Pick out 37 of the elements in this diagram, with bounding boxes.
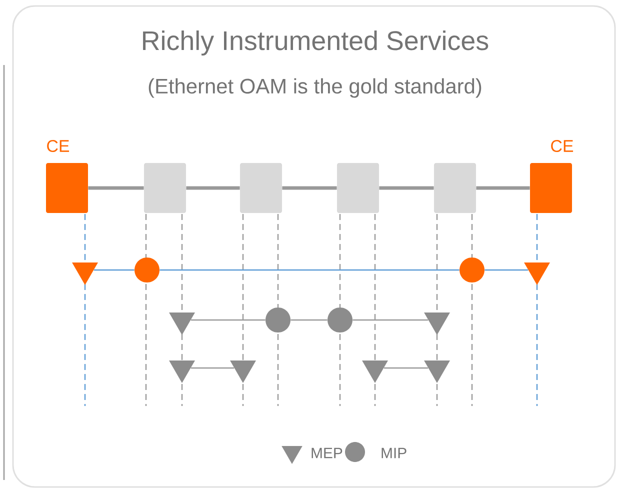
legend-label: MIP (382, 448, 406, 458)
connector-line (352, 319, 428, 321)
subtitle: (Ethernet OAM is the gold standard) (148, 78, 482, 98)
mip-circle (460, 258, 484, 282)
connector-line (282, 186, 337, 190)
connector-line (384, 367, 428, 369)
connector-line (484, 269, 528, 271)
mep-triangle (524, 262, 550, 285)
connector-line (160, 269, 460, 271)
connector-line (476, 186, 530, 190)
mep-triangle (169, 312, 195, 335)
mip-circle (266, 308, 290, 332)
mep-triangle (230, 360, 256, 383)
connector-line (88, 186, 144, 190)
switch-box (337, 163, 379, 213)
ce-box: CE (46, 140, 88, 213)
mep-triangle (362, 360, 388, 383)
connector-line (379, 186, 434, 190)
title: Richly Instrumented Services (143, 30, 488, 56)
mep-triangle (72, 262, 98, 285)
mep-triangle (169, 360, 195, 383)
connector-line (186, 186, 240, 190)
connector-line (190, 367, 234, 369)
mip-circle (328, 308, 352, 332)
switch-box (434, 163, 476, 213)
ce-box: CE (530, 140, 574, 213)
switch-box (240, 163, 282, 213)
mep-triangle (424, 312, 450, 335)
node-label: CE (47, 140, 70, 152)
connector-line (94, 269, 134, 271)
connector-line (290, 319, 328, 321)
node-label: CE (551, 140, 574, 152)
mip-circle (134, 258, 160, 282)
mep-triangle (424, 360, 450, 383)
connector-line (190, 319, 266, 321)
legend-label: MEP (312, 448, 342, 458)
switch-box (144, 163, 186, 213)
